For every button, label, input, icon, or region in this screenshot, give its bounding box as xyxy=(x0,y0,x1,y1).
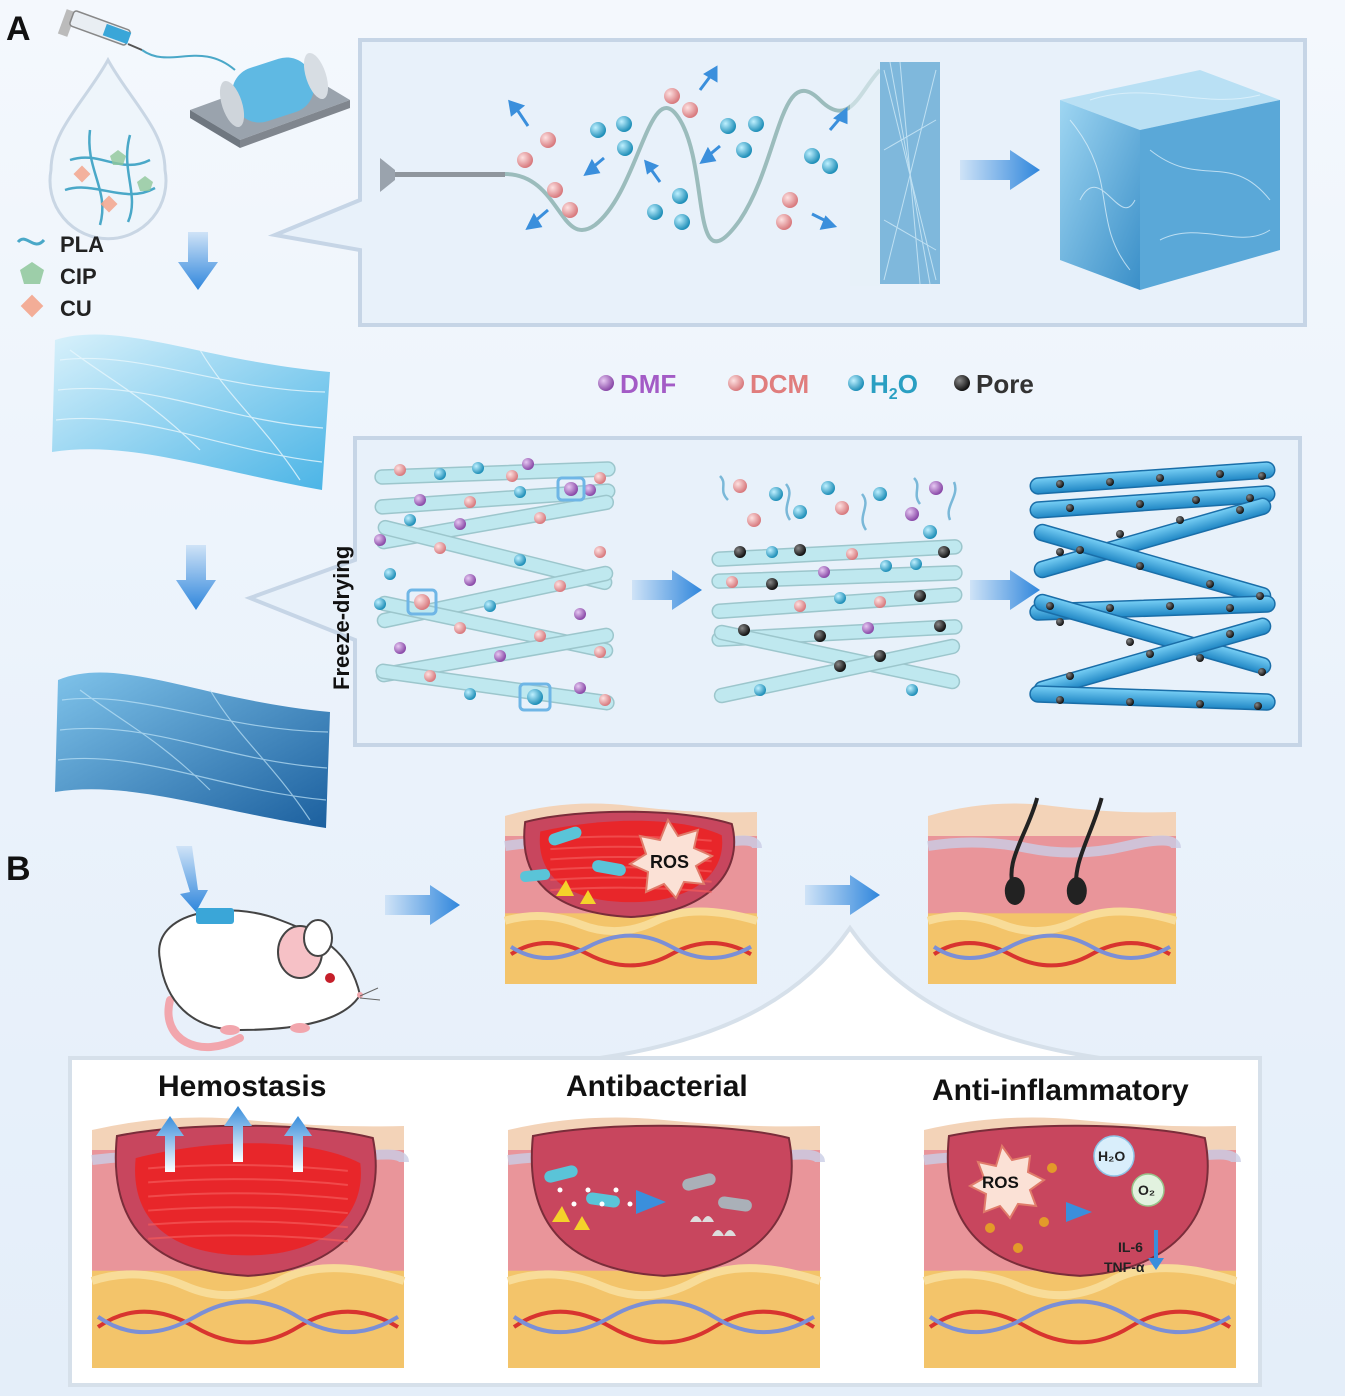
title-anti-inflammatory: Anti-inflammatory xyxy=(932,1074,1189,1107)
legend-dmf: DMF xyxy=(620,369,676,399)
pla-swatch-icon xyxy=(16,237,46,246)
right-arrow-icon xyxy=(970,570,1040,610)
dcm-swatch-icon xyxy=(728,375,744,391)
healed-skin-block xyxy=(926,797,1181,984)
fiber-mat-dark xyxy=(55,672,330,828)
fiber-jet xyxy=(504,68,882,244)
ros-burst: ROS xyxy=(627,817,715,900)
down-arrow-icon xyxy=(176,545,216,610)
syringe-icon xyxy=(57,9,143,51)
tnf-label: TNF-α xyxy=(1104,1259,1145,1275)
title-hemostasis: Hemostasis xyxy=(158,1070,326,1103)
antibacterial-skin-block xyxy=(506,1117,825,1368)
evaporation-arrows-mid xyxy=(719,475,957,531)
il6-label: IL-6 xyxy=(1118,1239,1143,1255)
ros-label-2: ROS xyxy=(982,1173,1019,1192)
ros-label: ROS xyxy=(650,852,689,872)
mouse-with-dressing xyxy=(158,908,381,1051)
legend-left: PLA CIP CU xyxy=(16,232,104,321)
collector-drum-icon xyxy=(190,52,350,148)
right-arrow-icon xyxy=(385,885,460,925)
panel-label-a: A xyxy=(6,10,31,48)
wet-fiber-molecules xyxy=(374,458,611,712)
drying-fiber-molecules xyxy=(726,479,950,696)
panel-label-b: B xyxy=(6,850,31,888)
right-arrow-icon xyxy=(632,570,702,610)
legend-middle: DMF DCM H2O Pore xyxy=(598,369,1034,403)
anti-inflammatory-skin-block xyxy=(922,1117,1241,1368)
legend-cip: CIP xyxy=(60,264,97,289)
right-arrow-icon xyxy=(960,150,1040,190)
fiber-sponge-3d xyxy=(1060,70,1280,290)
freeze-drying-label: Freeze-drying xyxy=(329,546,354,690)
title-antibacterial: Antibacterial xyxy=(566,1070,748,1103)
evaporation-arrows-top xyxy=(508,65,848,230)
pores xyxy=(1046,470,1266,710)
ros-burst-small: ROS xyxy=(967,1143,1046,1220)
pore-swatch-icon xyxy=(954,375,970,391)
fiber-mat-light xyxy=(52,334,330,490)
legend-pore: Pore xyxy=(976,369,1034,399)
down-arrow-icon xyxy=(178,232,218,290)
legend-cu: CU xyxy=(60,296,92,321)
down-arrow-icon xyxy=(176,846,208,912)
electrospinning-callout xyxy=(267,38,1307,327)
legend-h2o: H2O xyxy=(870,369,918,403)
spinneret-nozzle-icon xyxy=(380,158,505,192)
polymer-droplet xyxy=(48,56,168,241)
o2-bubble: O₂ xyxy=(1131,1173,1165,1207)
o2-bubble-label: O₂ xyxy=(1138,1182,1155,1198)
cip-swatch-icon xyxy=(20,262,44,284)
wound-skin-block xyxy=(503,803,762,984)
legend-pla: PLA xyxy=(60,232,104,257)
h2o-bubble: H₂O xyxy=(1093,1135,1135,1177)
legend-dcm: DCM xyxy=(750,369,809,399)
right-arrow-icon xyxy=(805,875,880,915)
h2o-bubble-label: H₂O xyxy=(1098,1148,1125,1164)
cu-swatch-icon xyxy=(20,294,44,318)
dmf-swatch-icon xyxy=(598,375,614,391)
hemostasis-skin-block xyxy=(90,1106,409,1368)
h2o-swatch-icon xyxy=(848,375,864,391)
solvent-molecules-top xyxy=(517,88,838,230)
